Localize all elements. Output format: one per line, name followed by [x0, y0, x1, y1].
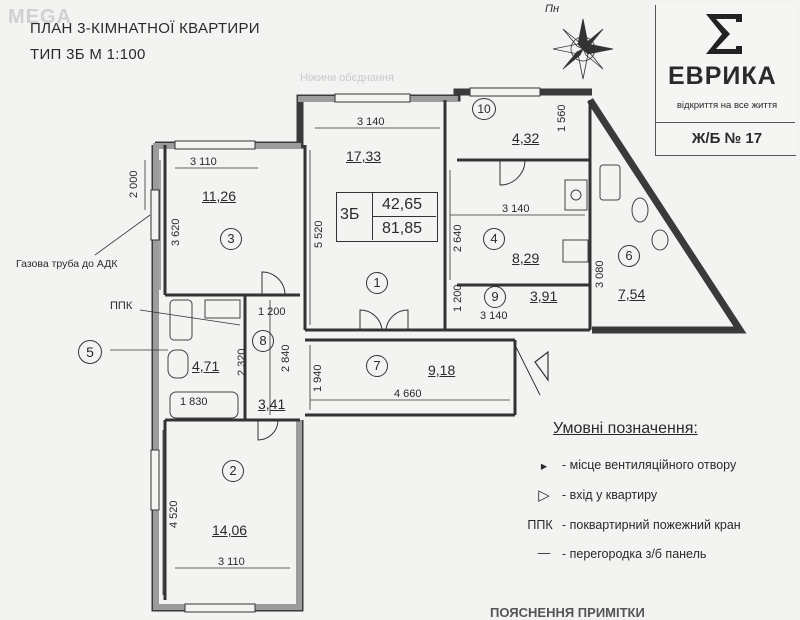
summary-divider [373, 216, 436, 217]
legend-title: Умовні позначення: [553, 420, 698, 437]
apartment-summary-box [336, 192, 438, 242]
total-area: 81,85 [382, 220, 423, 237]
legend-symbol: — [537, 546, 551, 560]
apartment-type: 3Б [340, 206, 360, 223]
summary-divider [372, 192, 373, 240]
gas-pipe-label: Газова труба до АДК [16, 258, 118, 270]
leader-lines [94, 214, 241, 351]
room-area: 8,29 [512, 250, 540, 266]
dimension-label: 1 200 [452, 284, 464, 312]
room-area: 11,26 [202, 188, 236, 204]
room-number: 6 [618, 245, 640, 267]
fixtures [167, 164, 669, 419]
faint-heading: Ніжини обєднання [300, 72, 394, 84]
room-area: 17,33 [346, 148, 382, 164]
doors [257, 159, 526, 441]
legend-text: - поквартирний пожежний кран [562, 518, 741, 532]
room-number: 5 [78, 340, 102, 364]
dimension-label: 3 080 [594, 260, 606, 288]
room-number: 10 [472, 98, 496, 120]
watermark: MEGA [8, 6, 72, 28]
plan-subtitle: ТИП 3Б М 1:100 [30, 46, 146, 63]
room-area: 9,18 [428, 362, 456, 378]
dimension-label: 4 520 [168, 500, 180, 528]
brand-tagline: відкриття на все життя [676, 100, 778, 111]
dimension-lines [144, 127, 585, 595]
dimension-label: 3 140 [357, 116, 385, 128]
room-number: 8 [252, 330, 274, 352]
room-number: 3 [220, 228, 242, 250]
room-number: 2 [222, 460, 244, 482]
windows [150, 87, 541, 613]
dimension-label: 3 110 [218, 556, 245, 568]
dimension-label: 1 560 [556, 104, 568, 132]
room-number: 7 [366, 355, 388, 377]
compass-rose-icon [552, 18, 614, 80]
dimension-label: 2 000 [128, 170, 140, 198]
sigma-logo-icon [706, 14, 742, 54]
brand-name: ЕВРИКА [668, 62, 777, 90]
dimension-label: 1 830 [180, 396, 208, 408]
dimension-label: 4 660 [394, 388, 422, 400]
dimension-label: 2 840 [280, 344, 292, 372]
entrance-marker [534, 350, 549, 382]
dimension-label: 3 620 [170, 218, 182, 246]
brand-divider [655, 122, 795, 123]
faint-footer: ПОЯСНЕННЯ ПРИМІТКИ [490, 605, 645, 620]
legend-text: - перегородка з/б панель [562, 547, 707, 561]
dimension-label: 2 320 [236, 348, 248, 376]
plan-title: ПЛАН 3-КІМНАТНОЇ КВАРТИРИ [30, 20, 260, 37]
legend-symbol: ▷ [538, 487, 550, 504]
dimension-label: 5 520 [313, 220, 325, 248]
living-area: 42,65 [382, 196, 423, 213]
interior-walls [163, 100, 592, 600]
ppk-label: ППК [110, 300, 133, 312]
dimension-label: 2 640 [452, 224, 464, 252]
dimension-label: 3 140 [502, 203, 530, 215]
dimension-label: 1 200 [258, 306, 286, 318]
room-area: 3,41 [258, 396, 286, 412]
room-number: 9 [484, 286, 506, 308]
room-area: 3,91 [530, 288, 558, 304]
room-number: 1 [366, 272, 388, 294]
room-area: 14,06 [212, 522, 248, 538]
dimension-label: 3 110 [190, 156, 217, 168]
room-area: 4,71 [192, 358, 220, 374]
legend-text: - вхід у квартиру [562, 488, 658, 502]
legend-symbol: ▸ [540, 459, 548, 473]
room-area: 4,32 [512, 130, 540, 146]
compass-north-label: Пн [545, 3, 560, 15]
legend-symbol: ППК [527, 518, 553, 532]
legend-text: - місце вентиляційного отвору [562, 458, 737, 472]
dimension-label: 3 140 [480, 310, 508, 322]
dimension-label: 1 940 [312, 364, 324, 392]
brand-doc-number: Ж/Б № 17 [691, 130, 763, 147]
room-number: 4 [483, 228, 505, 250]
room-area: 7,54 [618, 286, 646, 302]
